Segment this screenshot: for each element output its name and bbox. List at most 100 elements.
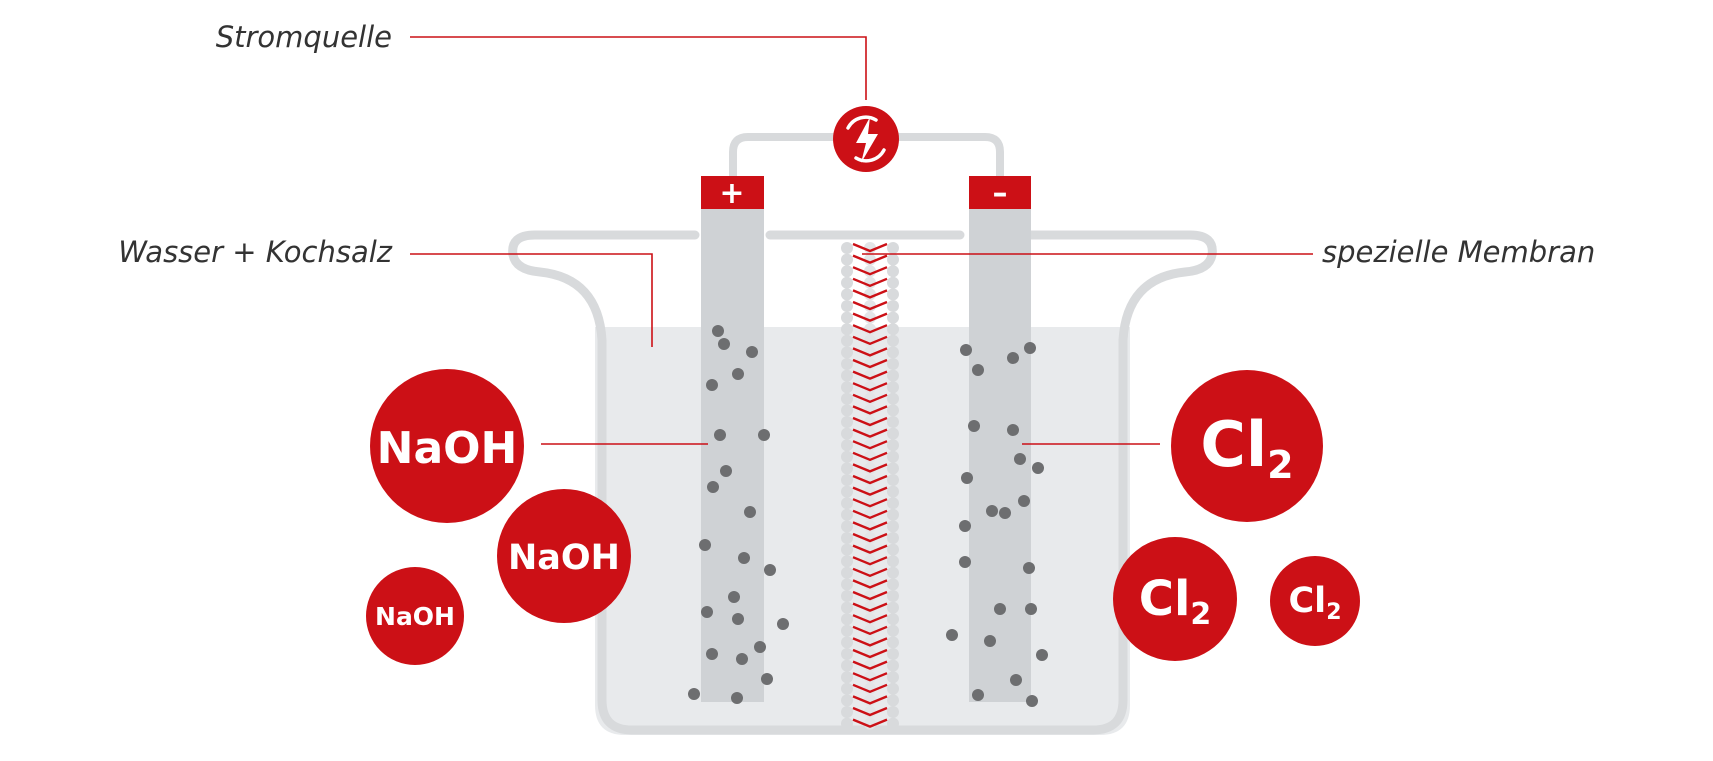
membrane-bead (887, 427, 899, 440)
gas-bubble-dot (764, 564, 776, 576)
membrane-chevron (852, 370, 888, 380)
gas-bubble-dot (714, 429, 726, 441)
cl2-bubble-medium: Cl2 (1113, 537, 1237, 661)
membrane-chevron (852, 521, 888, 531)
membrane-bead (887, 613, 899, 626)
membrane-chevron (852, 706, 888, 717)
gas-bubble-dot (960, 344, 972, 356)
membrane-chevron (852, 440, 888, 450)
leader-water-salt (410, 253, 653, 347)
gas-bubble-dot (720, 465, 732, 477)
gas-bubble-dot (718, 338, 730, 350)
membrane-bead (841, 485, 853, 498)
gas-bubble-dot (1014, 453, 1026, 465)
membrane-bead (841, 578, 853, 591)
gas-bubble-dot (1036, 649, 1048, 661)
anode-electrode (701, 207, 764, 702)
membrane-bead (841, 462, 853, 475)
membrane-bead (841, 636, 853, 649)
membrane-chevron (852, 347, 888, 357)
membrane-chevron (852, 544, 888, 554)
membrane-bead (887, 439, 899, 452)
cl2-label: Cl2 (1200, 408, 1293, 487)
membrane-bead (887, 601, 899, 614)
membrane-bead (841, 346, 853, 359)
naoh-label: NaOH (375, 602, 455, 631)
membrane-bead (841, 532, 853, 544)
gas-bubble-dot (986, 505, 998, 517)
membrane-bead (841, 253, 853, 266)
gas-bubble-dot (1025, 603, 1037, 615)
membrane-bead (887, 334, 899, 347)
membrane-chevron (852, 556, 888, 566)
gas-bubble-dot (999, 507, 1011, 519)
membrane-bead (887, 450, 899, 463)
membrane-bead (841, 624, 853, 637)
membrane-bead (887, 369, 899, 382)
membrane-chevron (852, 335, 888, 345)
membrane-bead (887, 381, 899, 394)
membrane-bead (841, 334, 853, 347)
gas-bubble-dot (1026, 695, 1038, 707)
anode-cap (701, 176, 764, 209)
membrane-bead (887, 706, 899, 718)
power-source (833, 106, 899, 172)
gas-bubble-dot (1010, 674, 1022, 686)
gas-bubble-dot (701, 606, 713, 618)
membrane-bead (887, 590, 899, 602)
gas-bubble-dot (761, 673, 773, 685)
label-membrane: spezielle Membran (1322, 235, 1595, 269)
membrane-bead (841, 706, 853, 718)
leader-power-source (410, 36, 867, 100)
membrane-chevron (852, 637, 888, 647)
gas-bubble-dot (728, 591, 740, 603)
membrane-bead (887, 416, 899, 428)
membrane-chevron (852, 474, 888, 485)
gas-bubble-dot (1032, 462, 1044, 474)
membrane-bead (841, 508, 853, 521)
gas-bubble-dot (754, 641, 766, 653)
membrane-bead (887, 323, 899, 336)
membrane-chevron (852, 602, 888, 612)
membrane-chevron (852, 614, 888, 624)
membrane-bead (841, 392, 853, 405)
gas-bubble-dot (959, 520, 971, 532)
gas-bubble-dot (699, 539, 711, 551)
label-power-source: Stromquelle (216, 20, 392, 54)
membrane-bead (887, 346, 899, 359)
membrane-bead (887, 555, 899, 568)
membrane-bead (841, 474, 853, 486)
membrane-bead (887, 543, 899, 556)
membrane-chevron (852, 509, 888, 519)
membrane-chevron (852, 672, 888, 682)
membrane-bead (887, 474, 899, 486)
membrane-bead (887, 462, 899, 475)
cl2-label: Cl2 (1289, 581, 1342, 625)
cl2-label: Cl2 (1139, 571, 1212, 632)
cl2-subscript: 2 (1326, 600, 1341, 625)
anode-sign: + (719, 176, 744, 211)
gas-bubble-dot (984, 635, 996, 647)
membrane-bead (841, 369, 853, 382)
membrane-bead (841, 497, 853, 510)
membrane-bead (841, 265, 853, 278)
cl2-subscript: 2 (1190, 597, 1211, 632)
membrane-bead (841, 717, 853, 730)
membrane-bead (841, 311, 853, 324)
membrane-bead (887, 671, 899, 684)
membrane-chevron (852, 416, 888, 427)
membrane-bead (841, 694, 853, 707)
membrane-bead (887, 636, 899, 649)
gas-bubble-dot (707, 481, 719, 493)
membrane-chevron (852, 451, 888, 461)
membrane-chevron (852, 254, 888, 264)
membrane-bead (887, 485, 899, 498)
membrane-bead (887, 392, 899, 405)
membrane-bead (841, 671, 853, 684)
membrane-bead (887, 520, 899, 533)
membrane-bead (887, 682, 899, 695)
membrane-bead (841, 520, 853, 533)
membrane-chevron (852, 393, 888, 403)
cl2-bubble-small: Cl2 (1270, 556, 1360, 646)
gas-bubble-dot (972, 689, 984, 701)
